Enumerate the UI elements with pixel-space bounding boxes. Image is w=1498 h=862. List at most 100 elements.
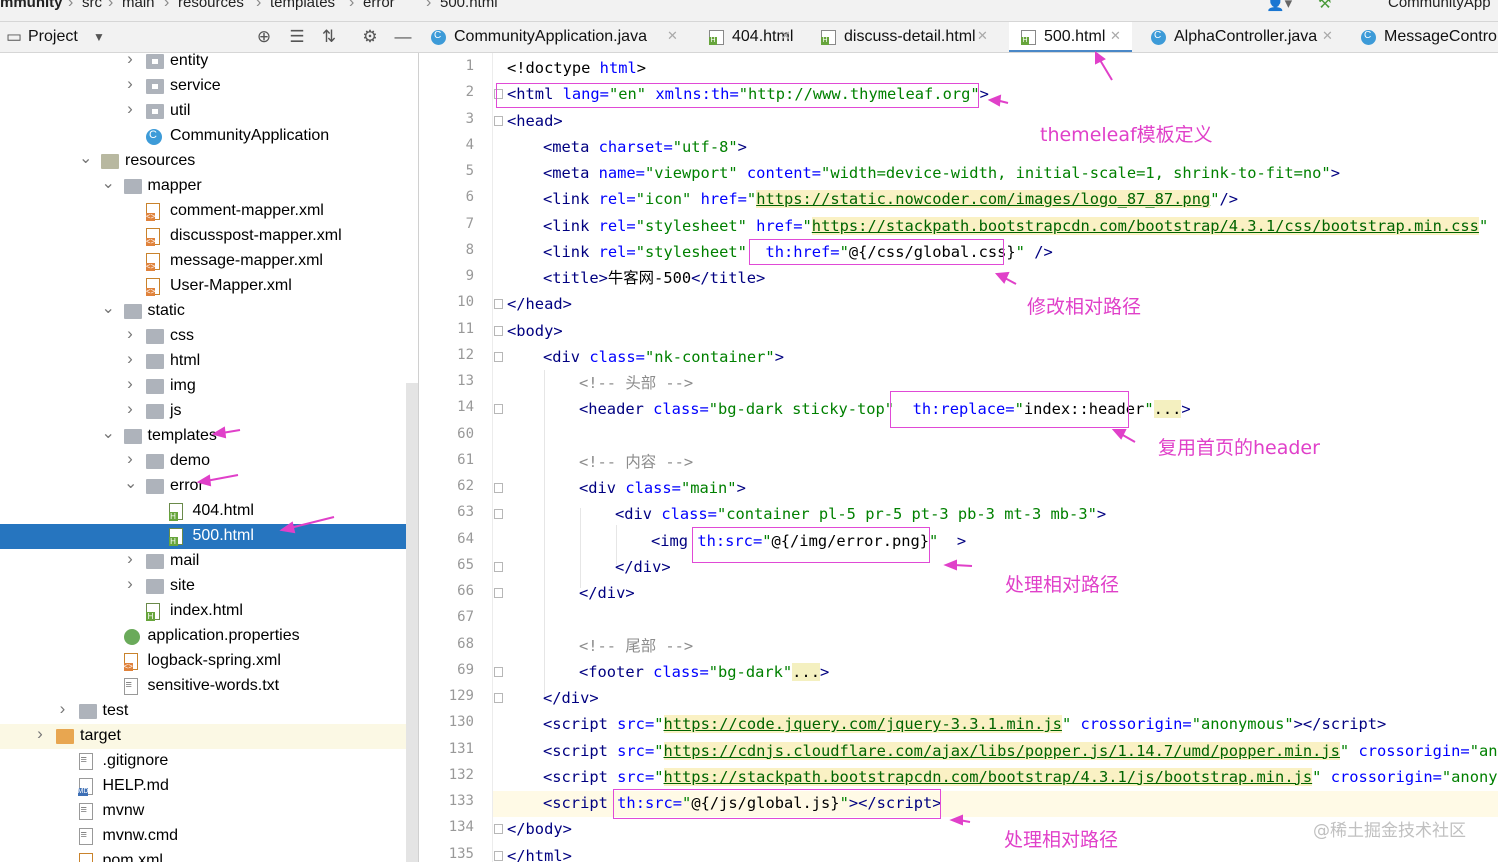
chevron-down-icon[interactable]: ▼ — [93, 30, 105, 44]
chevron-right-icon[interactable]: › — [127, 53, 133, 68]
fold-marker-icon[interactable] — [494, 693, 503, 703]
tree-item-gitignore[interactable]: .gitignore — [0, 749, 406, 774]
code-line[interactable]: </div> — [543, 689, 599, 707]
chevron-right-icon[interactable]: › — [127, 74, 133, 93]
code-line[interactable]: <script th:src="@{/js/global.js}"></scri… — [493, 791, 1498, 817]
code-line[interactable]: </html> — [507, 846, 572, 862]
code-line[interactable]: <link rel="stylesheet" th:href="@{/css/g… — [543, 242, 1053, 261]
tree-item-error[interactable]: ⌄error — [0, 474, 406, 499]
tree-item-comment-mapper-xml[interactable]: comment-mapper.xml — [0, 199, 406, 224]
tree-item-index-html[interactable]: index.html — [0, 599, 406, 624]
fold-marker-icon[interactable] — [494, 404, 503, 415]
tree-item-pom-xml[interactable]: pom.xml — [0, 849, 406, 862]
code-line[interactable]: <body> — [507, 321, 563, 340]
tree-item-demo[interactable]: ›demo — [0, 449, 406, 474]
tree-scrollbar[interactable] — [406, 383, 418, 862]
tree-item-communityapplication[interactable]: CommunityApplication — [0, 124, 406, 149]
tree-item-target[interactable]: ›target — [0, 724, 406, 749]
code-line[interactable]: </body> — [507, 820, 572, 839]
tree-item-logback-spring-xml[interactable]: logback-spring.xml — [0, 649, 406, 674]
tab-communityapplication-java[interactable]: CommunityApplication.java✕ — [419, 22, 689, 52]
chevron-right-icon[interactable]: › — [127, 374, 133, 393]
code-line[interactable]: <script src="https://cdnjs.cloudflare.co… — [543, 741, 1498, 760]
fold-marker-icon[interactable] — [494, 115, 503, 126]
chevron-down-icon[interactable]: ⌄ — [101, 175, 115, 192]
close-icon[interactable]: ✕ — [780, 28, 791, 43]
tree-item-templates[interactable]: ⌄templates — [0, 424, 406, 449]
tree-item-resources[interactable]: ⌄resources — [0, 149, 406, 174]
code-line[interactable]: <head> — [507, 111, 563, 130]
fold-marker-icon[interactable] — [494, 561, 503, 572]
tree-item-user-mapper-xml[interactable]: User-Mapper.xml — [0, 274, 406, 299]
chevron-right-icon[interactable]: › — [37, 724, 43, 743]
tree-item-site[interactable]: ›site — [0, 574, 406, 599]
fold-marker-icon[interactable] — [494, 824, 503, 835]
chevron-right-icon[interactable]: › — [59, 699, 66, 718]
code-line[interactable]: <link rel="stylesheet" href="https://sta… — [543, 216, 1498, 235]
tree-item-sensitive-words-txt[interactable]: sensitive-words.txt — [0, 674, 406, 699]
fold-marker-icon[interactable] — [494, 483, 503, 493]
code-line[interactable]: <html lang="en" xmlns:th="http://www.thy… — [507, 85, 989, 104]
tree-item-mvnw[interactable]: mvnw — [0, 799, 406, 824]
chevron-down-icon[interactable]: ⌄ — [101, 300, 115, 317]
tree-item-mapper[interactable]: ⌄mapper — [0, 174, 406, 199]
tree-item-test[interactable]: ›test — [0, 699, 406, 724]
fold-marker-icon[interactable] — [494, 666, 503, 677]
code-line[interactable]: <header class="bg-dark sticky-top" th:re… — [579, 400, 1191, 419]
code-line[interactable]: <!-- 内容 --> — [579, 452, 694, 471]
tab-alphacontroller-java[interactable]: AlphaController.java✕ — [1139, 22, 1344, 52]
tree-item-entity[interactable]: ›entity — [0, 53, 406, 74]
code-line[interactable]: <div class="nk-container"> — [543, 347, 784, 366]
run-configuration-selector[interactable]: CommunityApp — [1388, 0, 1491, 11]
tree-item-500-html[interactable]: 500.html — [0, 524, 406, 549]
tree-item-404-html[interactable]: 404.html — [0, 499, 406, 524]
collapse-all-icon[interactable]: ⇅ — [321, 27, 337, 46]
tab-404-html[interactable]: 404.html✕ — [697, 22, 802, 52]
tree-item-css[interactable]: ›css — [0, 324, 406, 349]
code-line[interactable]: <script src="https://stackpath.bootstrap… — [543, 767, 1498, 786]
breadcrumb-module[interactable]: mmunity — [0, 0, 63, 11]
chevron-right-icon[interactable]: › — [127, 349, 133, 368]
tree-item-message-mapper-xml[interactable]: message-mapper.xml — [0, 249, 406, 274]
close-icon[interactable]: ✕ — [1322, 28, 1333, 43]
code-line[interactable]: </head> — [507, 295, 572, 314]
fold-marker-icon[interactable] — [494, 850, 503, 861]
code-line[interactable]: <footer class="bg-dark"...> — [579, 662, 830, 681]
fold-marker-icon[interactable] — [494, 509, 503, 520]
code-line[interactable]: <!doctype html> — [507, 59, 647, 77]
tree-item-service[interactable]: ›service — [0, 74, 406, 99]
build-icon[interactable]: ⚒ — [1318, 0, 1332, 12]
code-line[interactable]: <img th:src="@{/img/error.png}" > — [651, 531, 967, 550]
project-view-selector[interactable]: Project — [28, 28, 78, 45]
fold-marker-icon[interactable] — [494, 325, 503, 336]
breadcrumb-src[interactable]: src — [82, 0, 102, 11]
code-line[interactable]: <script src="https://code.jquery.com/jqu… — [543, 715, 1387, 734]
code-line[interactable]: <link rel="icon" href="https://static.no… — [543, 190, 1239, 209]
code-line[interactable]: <!-- 尾部 --> — [579, 636, 694, 655]
project-view-icon[interactable]: ▭ — [5, 27, 23, 46]
gear-icon[interactable]: ⚙ — [362, 27, 378, 46]
expand-all-icon[interactable]: ☰ — [289, 27, 305, 46]
close-icon[interactable]: ✕ — [667, 28, 678, 43]
tree-item-static[interactable]: ⌄static — [0, 299, 406, 324]
tab-discuss-detail-html[interactable]: discuss-detail.html✕ — [809, 22, 999, 52]
fold-marker-icon[interactable] — [494, 351, 503, 362]
tree-item-discusspost-mapper-xml[interactable]: discusspost-mapper.xml — [0, 224, 406, 249]
close-icon[interactable]: ✕ — [977, 28, 988, 43]
code-line[interactable]: <title>牛客网-500</title> — [543, 269, 766, 287]
vcs-user-icon[interactable]: 👤▾ — [1266, 0, 1293, 12]
code-line[interactable]: <meta name="viewport" content="width=dev… — [543, 164, 1340, 182]
chevron-right-icon[interactable]: › — [127, 449, 133, 468]
breadcrumb-main[interactable]: main — [122, 0, 155, 11]
chevron-down-icon[interactable]: ⌄ — [101, 425, 115, 442]
fold-marker-icon[interactable] — [494, 89, 503, 100]
chevron-right-icon[interactable]: › — [127, 324, 133, 343]
tree-item-help-md[interactable]: HELP.md — [0, 774, 406, 799]
code-line[interactable]: <div class="container pl-5 pr-5 pt-3 pb-… — [615, 505, 1107, 524]
tree-item-util[interactable]: ›util — [0, 99, 406, 124]
tab-500-html[interactable]: 500.html✕ — [1009, 22, 1132, 52]
tree-item-img[interactable]: ›img — [0, 374, 406, 399]
breadcrumb-file[interactable]: 500.html — [440, 0, 498, 11]
breadcrumb-templates[interactable]: templates — [270, 0, 336, 11]
tree-item-mvnw-cmd[interactable]: mvnw.cmd — [0, 824, 406, 849]
